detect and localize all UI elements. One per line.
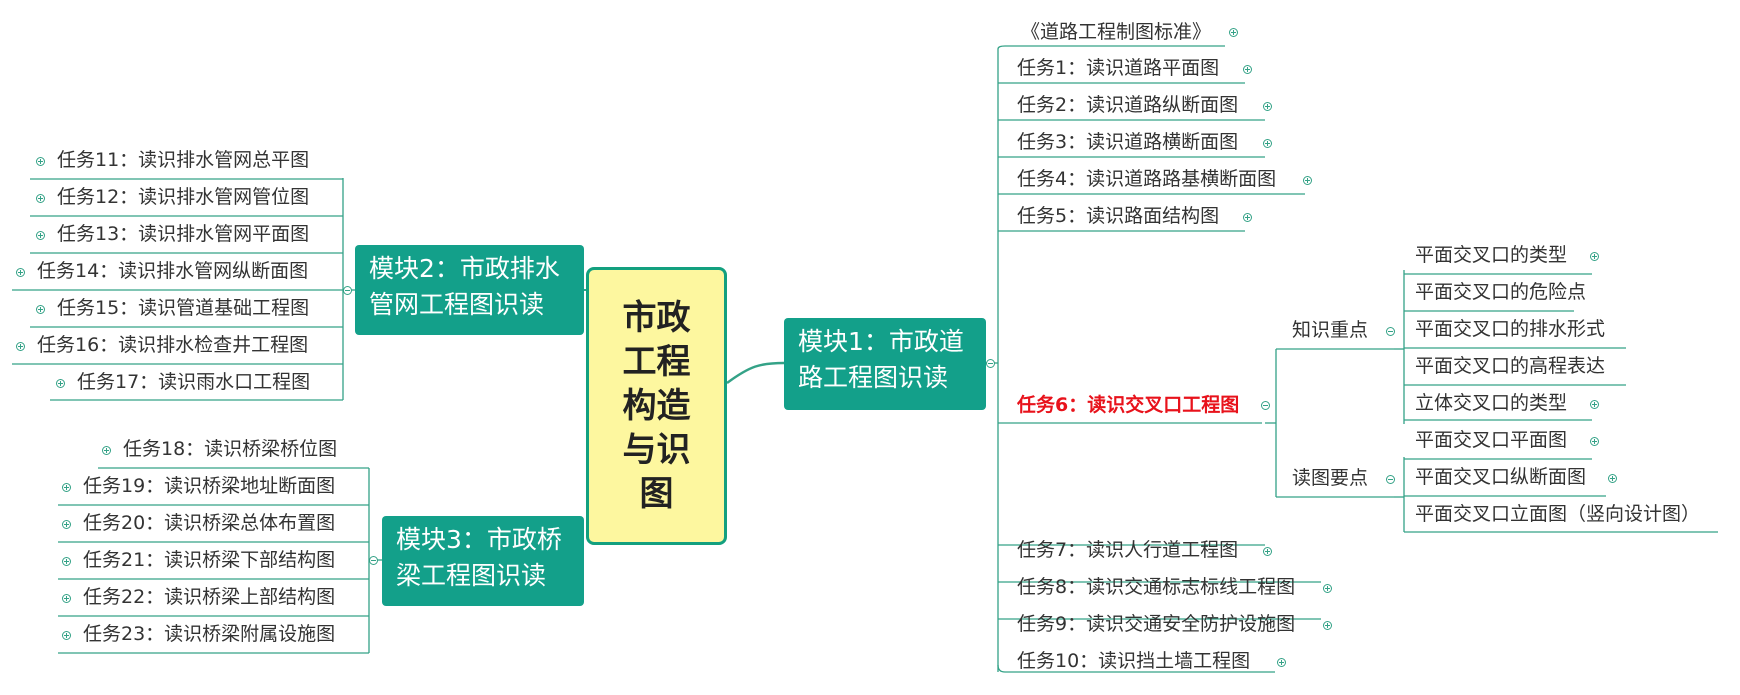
expand-icon[interactable]	[1303, 176, 1312, 185]
module-2-line-2: 管网工程图识读	[369, 290, 545, 319]
collapse-icon[interactable]	[369, 556, 378, 565]
task-12-node[interactable]: 任务12：读识排水管网管位图	[57, 186, 310, 208]
module-1-line-2: 路工程图识读	[798, 363, 949, 392]
expand-icon[interactable]	[62, 594, 71, 603]
expand-icon[interactable]	[16, 268, 25, 277]
task-9-node[interactable]: 任务9：读识交通安全防护设施图	[1017, 613, 1296, 635]
collapse-icon[interactable]	[1386, 327, 1395, 336]
expand-icon[interactable]	[102, 446, 111, 455]
reading-item-1[interactable]: 平面交叉口平面图	[1415, 429, 1568, 451]
task-8-node[interactable]: 任务8：读识交通标志标线工程图	[1017, 576, 1296, 598]
expand-icon[interactable]	[62, 631, 71, 640]
knowledge-item-1[interactable]: 平面交叉口的类型	[1415, 244, 1568, 266]
task-13-node[interactable]: 任务13：读识排水管网平面图	[57, 223, 310, 245]
task-23-node[interactable]: 任务23：读识桥梁附属设施图	[83, 623, 336, 645]
expand-icon[interactable]	[62, 520, 71, 529]
expand-icon[interactable]	[36, 305, 45, 314]
expand-icon[interactable]	[62, 483, 71, 492]
expand-icon[interactable]	[36, 194, 45, 203]
central-line-5: 图	[639, 474, 674, 515]
expand-icon[interactable]	[1229, 28, 1238, 37]
central-line-2: 工程	[622, 341, 691, 382]
central-line-4: 与识	[622, 430, 691, 471]
task-14-node[interactable]: 任务14：读识排水管网纵断面图	[37, 260, 309, 282]
expand-icon[interactable]	[1608, 474, 1617, 483]
module-1-line-1: 模块1：市政道	[798, 327, 964, 356]
module-3-line-2: 梁工程图识读	[396, 561, 547, 590]
expand-icon[interactable]	[62, 557, 71, 566]
central-topic[interactable]: 市政 工程 构造 与识 图	[586, 267, 727, 545]
task-18-node[interactable]: 任务18：读识桥梁桥位图	[123, 438, 338, 460]
task-19-node[interactable]: 任务19：读识桥梁地址断面图	[83, 475, 336, 497]
task-2-node[interactable]: 任务2：读识道路纵断面图	[1017, 94, 1239, 116]
collapse-icon[interactable]	[1386, 475, 1395, 484]
collapse-icon[interactable]	[1261, 401, 1270, 410]
expand-icon[interactable]	[1263, 547, 1272, 556]
expand-icon[interactable]	[16, 342, 25, 351]
expand-icon[interactable]	[1590, 400, 1599, 409]
task-6-node[interactable]: 任务6：读识交叉口工程图	[1017, 394, 1240, 416]
task-5-node[interactable]: 任务5：读识路面结构图	[1017, 205, 1220, 227]
knowledge-item-4[interactable]: 平面交叉口的高程表达	[1415, 355, 1606, 377]
expand-icon[interactable]	[1323, 584, 1332, 593]
reading-item-2[interactable]: 平面交叉口纵断面图	[1415, 466, 1587, 488]
module-3-node[interactable]: 模块3：市政桥 梁工程图识读	[382, 516, 584, 606]
expand-icon[interactable]	[1590, 437, 1599, 446]
task-3-node[interactable]: 任务3：读识道路横断面图	[1017, 131, 1239, 153]
collapse-icon[interactable]	[986, 359, 995, 368]
task-20-node[interactable]: 任务20：读识桥梁总体布置图	[83, 512, 336, 534]
knowledge-item-2[interactable]: 平面交叉口的危险点	[1415, 281, 1587, 303]
expand-icon[interactable]	[1263, 139, 1272, 148]
expand-icon[interactable]	[1263, 102, 1272, 111]
expand-icon[interactable]	[36, 231, 45, 240]
module-3-line-1: 模块3：市政桥	[396, 525, 562, 554]
knowledge-item-5[interactable]: 立体交叉口的类型	[1415, 392, 1568, 414]
collapse-icon[interactable]	[343, 286, 352, 295]
reading-item-3[interactable]: 平面交叉口立面图（竖向设计图）	[1415, 503, 1701, 525]
module-1-node[interactable]: 模块1：市政道 路工程图识读	[784, 318, 986, 410]
task-1-node[interactable]: 任务1：读识道路平面图	[1017, 57, 1220, 79]
task-16-node[interactable]: 任务16：读识排水检查井工程图	[37, 334, 309, 356]
central-line-3: 构造	[622, 385, 691, 426]
expand-icon[interactable]	[1590, 252, 1599, 261]
knowledge-item-3[interactable]: 平面交叉口的排水形式	[1415, 318, 1606, 340]
task-17-node[interactable]: 任务17：读识雨水口工程图	[77, 371, 311, 393]
module-2-line-1: 模块2：市政排水	[369, 254, 560, 283]
expand-icon[interactable]	[1277, 658, 1286, 667]
task-21-node[interactable]: 任务21：读识桥梁下部结构图	[83, 549, 336, 571]
expand-icon[interactable]	[36, 157, 45, 166]
standard-node[interactable]: 《道路工程制图标准》	[1021, 21, 1212, 43]
task-11-node[interactable]: 任务11：读识排水管网总平图	[57, 149, 310, 171]
expand-icon[interactable]	[56, 379, 65, 388]
expand-icon[interactable]	[1243, 213, 1252, 222]
task-4-node[interactable]: 任务4：读识道路路基横断面图	[1017, 168, 1277, 190]
task-22-node[interactable]: 任务22：读识桥梁上部结构图	[83, 586, 336, 608]
reading-points-node[interactable]: 读图要点	[1292, 467, 1369, 489]
task-7-node[interactable]: 任务7：读识人行道工程图	[1017, 539, 1239, 561]
task-15-node[interactable]: 任务15：读识管道基础工程图	[57, 297, 310, 319]
module-2-node[interactable]: 模块2：市政排水 管网工程图识读	[355, 245, 584, 335]
knowledge-points-node[interactable]: 知识重点	[1292, 319, 1369, 341]
expand-icon[interactable]	[1323, 621, 1332, 630]
task-10-node[interactable]: 任务10：读识挡土墙工程图	[1017, 650, 1251, 672]
central-line-1: 市政	[622, 297, 691, 338]
expand-icon[interactable]	[1243, 65, 1252, 74]
